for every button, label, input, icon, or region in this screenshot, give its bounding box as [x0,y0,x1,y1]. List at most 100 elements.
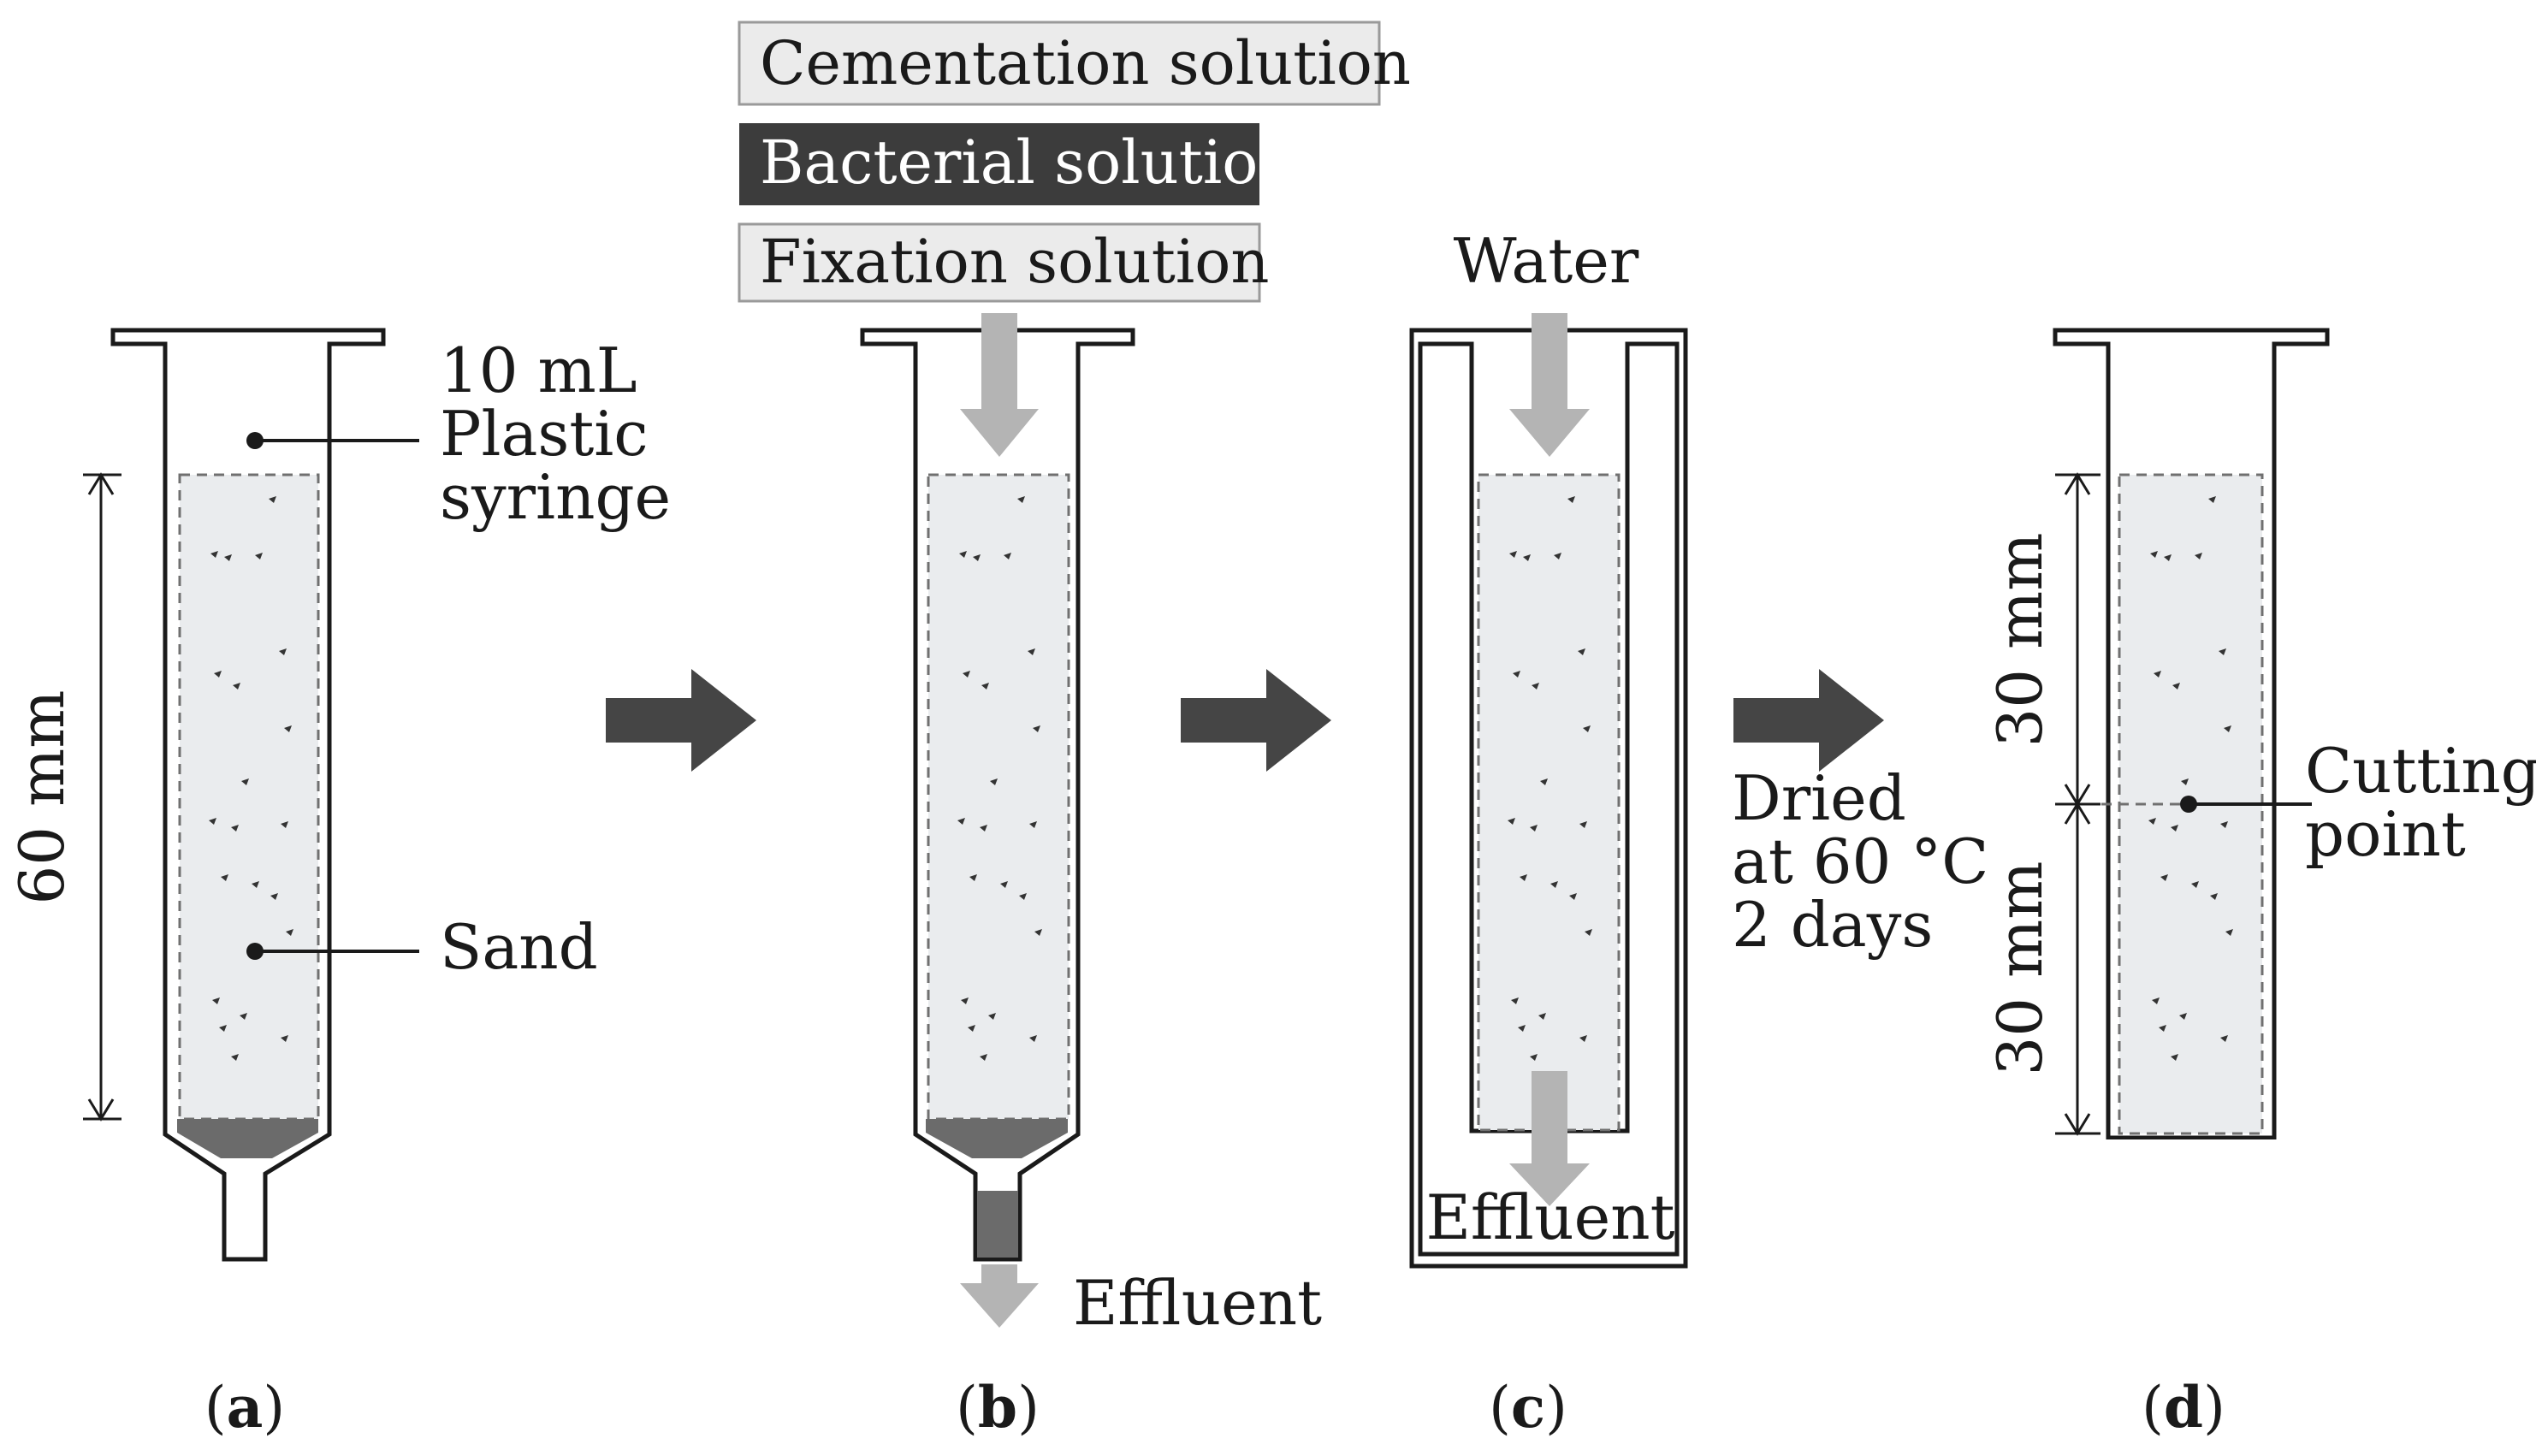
sand-grain [269,496,276,503]
sand-grain [2148,818,2156,825]
step-arrow-1 [606,669,756,772]
bacterial-solution-box: Bacterial solution [739,123,1296,205]
sand-grain [990,778,998,785]
sand-grains-c [1508,496,1592,1061]
panel-b-caption: (b) [956,1374,1040,1441]
panel-d-syringe [2053,328,2336,1174]
sand-grain [2160,874,2168,881]
sand-grain [284,725,292,732]
sand-grain [1019,893,1027,900]
sand-grain [212,997,220,1004]
sand-grain [1567,496,1575,503]
sand-grain [231,825,239,832]
sand-grain [980,825,987,832]
sand-column-a [178,473,320,1121]
sand-grains-b [957,496,1042,1061]
sand-grain [2219,648,2226,655]
sand-grain [2150,551,2158,558]
sand-grain [252,881,259,888]
sand-grain [961,997,969,1004]
panel-d-caption: (d) [2142,1374,2225,1441]
sand-grain [981,683,989,690]
sand-grain [980,1054,987,1061]
syringe-annotation: 10 mL Plastic syringe [246,334,671,533]
sand-grain [1569,893,1577,900]
sand-grain [968,1025,975,1032]
step-arrow-2 [1181,669,1331,772]
panel-c-container: Water Effluent [1409,225,1688,1269]
dried-line2: at 60 °C [1732,826,1988,897]
svg-text:(d): (d) [2142,1374,2225,1441]
svg-text:(b): (b) [956,1374,1040,1441]
sand-grain [281,821,288,828]
sand-grain [1509,551,1517,558]
sand-grain [1550,881,1558,888]
sand-grain [963,671,970,678]
sand-grain [2181,778,2189,785]
sand-grain [1004,553,1011,559]
panel-b-letter: b [978,1374,1017,1441]
inflow-arrow-b [960,313,1039,457]
sand-grain [2179,1013,2187,1020]
sand-grain [1513,671,1520,678]
sand-grain [279,648,287,655]
svg-text:(a): (a) [204,1374,285,1441]
sand-grain [270,893,278,900]
sand-grain [2210,893,2218,900]
sand-grain [957,818,965,825]
sand-grain [2195,553,2202,559]
sand-grain [1523,554,1531,561]
sand-column-b [927,473,1070,1121]
split-dimensions-d: 30 mm 30 mm [1984,472,2100,1136]
sand-grain [224,554,232,561]
sand-grain [2208,496,2216,503]
sand-grain [2164,554,2172,561]
sand-grain [1530,825,1538,832]
sand-grain [1530,1054,1538,1061]
sand-grain [281,1035,288,1042]
effluent-label-c: Effluent [1425,1181,1674,1253]
dried-line1: Dried [1732,762,1906,834]
sand-grain [255,553,263,559]
drying-note: Dried at 60 °C 2 days [1732,762,1988,961]
sand-grain [1538,1013,1546,1020]
sand-grain [1029,1035,1037,1042]
panel-a-syringe [110,328,386,1262]
inner-container-c [1418,341,1680,1257]
sand-grain [1554,553,1561,559]
svg-text:(c): (c) [1489,1374,1567,1441]
sand-grain [233,683,240,690]
sand-grain [1508,818,1515,825]
effluent-label-b: Effluent [1073,1267,1322,1339]
sand-grain [214,671,222,678]
bacterial-solution-label: Bacterial solution [760,127,1296,198]
sand-grain [969,874,977,881]
panel-a-caption: (a) [204,1374,285,1441]
panel-c-caption: (c) [1489,1374,1567,1441]
sand-grain [1033,725,1040,732]
syringe-label-line1: 10 mL [440,334,637,406]
cementation-solution-label: Cementation solution [760,28,1411,98]
lower-30-label: 30 mm [1984,861,2056,1075]
sand-grain [1511,997,1519,1004]
sand-grain [2220,1035,2228,1042]
sand-label: Sand [440,911,598,983]
effluent-arrow-b [960,1264,1039,1328]
sand-grain [231,1054,239,1061]
sand-grain [2171,825,2178,832]
cutting-label-line1: Cutting [2305,735,2536,807]
filter-a [177,1119,318,1158]
effluent-arrow-c [1509,1071,1590,1206]
sand-grain [1017,496,1025,503]
cementation-solution-box: Cementation solution [738,21,1411,106]
dried-line3: 2 days [1732,889,1933,961]
panel-c-letter: c [1511,1374,1545,1441]
filter-b [926,1119,1068,1158]
sand-grain [221,874,228,881]
step-arrow-3 [1733,669,1884,772]
sand-grain [1579,1035,1587,1042]
sand-grain [286,929,293,936]
sand-grain [2220,821,2228,828]
sand-column-c [1477,473,1621,1132]
